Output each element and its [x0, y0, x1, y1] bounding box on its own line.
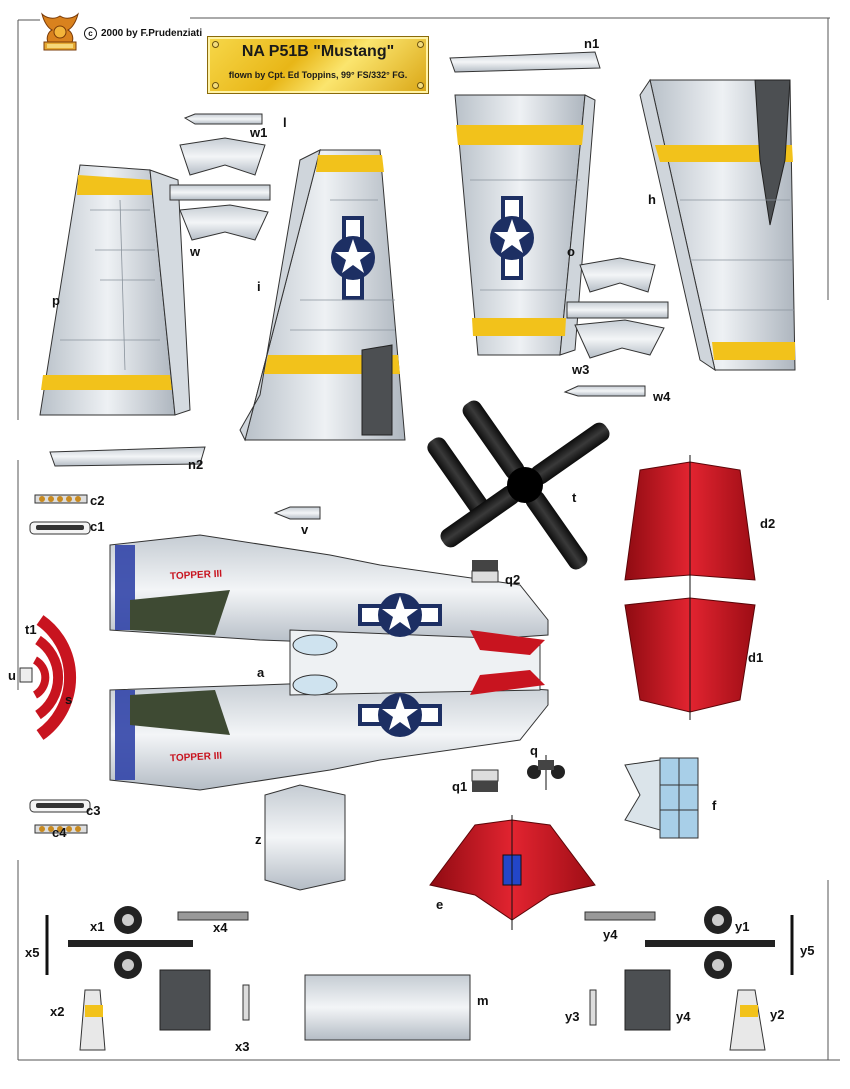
screw-icon — [417, 41, 424, 48]
copyright-note: c 2000 by F.Prudenziati — [84, 27, 202, 40]
gear-x — [45, 906, 250, 1051]
part-w — [169, 137, 271, 241]
label-x4: x4 — [213, 920, 228, 935]
label-s: s — [65, 692, 73, 707]
label-x5: x5 — [25, 945, 40, 960]
spinner-rings — [19, 615, 77, 740]
label-w3: w3 — [572, 362, 590, 377]
label-u: u — [8, 668, 16, 683]
screw-icon — [212, 41, 219, 48]
label-w1: w1 — [250, 125, 268, 140]
label-o: o — [567, 244, 575, 259]
label-t: t — [572, 490, 577, 505]
part-m — [304, 974, 471, 1041]
strip-w1 — [183, 113, 263, 125]
label-d1: d1 — [748, 650, 764, 665]
plate-subtitle: flown by Cpt. Ed Toppins, 99° FS/332° FG… — [228, 70, 408, 80]
label-n2: n2 — [188, 457, 204, 472]
fuselage-a — [109, 534, 549, 791]
label-h: h — [648, 192, 656, 207]
part-q2 — [471, 560, 499, 583]
label-c4: c4 — [52, 825, 67, 840]
part-e — [429, 815, 596, 930]
part-q — [527, 755, 565, 790]
part-q1 — [471, 769, 499, 792]
eagle-logo — [41, 12, 79, 51]
label-m: m — [477, 993, 489, 1008]
strip-n2 — [49, 446, 206, 467]
gear-y — [584, 906, 794, 1051]
part-z — [264, 784, 346, 891]
label-x3: x3 — [235, 1039, 250, 1054]
part-c2 — [34, 494, 88, 504]
plate-title: NA P51B "Mustang" — [241, 43, 395, 60]
propeller-t — [427, 400, 610, 570]
screw-icon — [212, 82, 219, 89]
label-q1: q1 — [452, 779, 468, 794]
part-f-canopy — [624, 757, 699, 839]
wing-panel-h — [639, 78, 796, 372]
label-i: i — [257, 279, 261, 294]
label-y4-lower: y4 — [676, 1009, 691, 1024]
label-y1: y1 — [735, 919, 750, 934]
label-c1: c1 — [90, 519, 105, 534]
label-v: v — [301, 522, 309, 537]
label-n1: n1 — [584, 36, 600, 51]
label-c3: c3 — [86, 803, 101, 818]
label-x2: x2 — [50, 1004, 65, 1019]
part-c4 — [34, 824, 88, 834]
wing-panel-o — [454, 94, 596, 356]
title-plate: NA P51B "Mustang" flown by Cpt. Ed Toppi… — [207, 36, 429, 94]
copyright-symbol: c — [84, 27, 97, 40]
label-y5: y5 — [800, 943, 815, 958]
label-q2: q2 — [505, 572, 521, 587]
label-l: l — [283, 115, 287, 130]
label-y2: y2 — [770, 1007, 785, 1022]
wing-panel-p — [39, 164, 191, 416]
label-y4: y4 — [603, 927, 618, 942]
label-w4: w4 — [653, 389, 671, 404]
label-c2: c2 — [90, 493, 105, 508]
label-a: a — [257, 665, 265, 680]
part-v — [273, 506, 321, 520]
label-w: w — [190, 244, 201, 259]
wing-panel-i — [239, 149, 406, 442]
part-c3 — [29, 799, 91, 813]
label-y3: y3 — [565, 1009, 580, 1024]
screw-icon — [417, 82, 424, 89]
copyright-text: 2000 by F.Prudenziati — [101, 28, 203, 40]
label-f: f — [712, 798, 717, 813]
label-p: p — [52, 293, 60, 308]
label-d2: d2 — [760, 516, 776, 531]
strip-w4 — [563, 385, 646, 397]
part-c1 — [29, 521, 91, 535]
part-w3 — [566, 257, 669, 359]
label-q: q — [530, 743, 538, 758]
label-z: z — [255, 832, 262, 847]
label-x1: x1 — [90, 919, 105, 934]
strip-n1 — [449, 51, 601, 73]
label-t1: t1 — [25, 622, 37, 637]
label-e: e — [436, 897, 444, 912]
